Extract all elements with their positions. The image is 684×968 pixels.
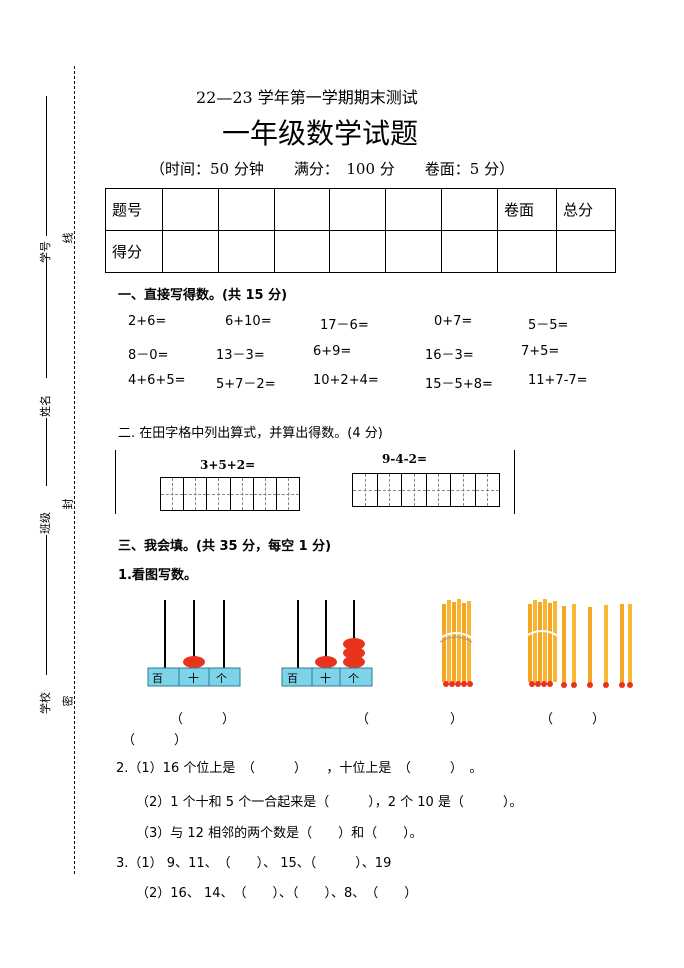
arith-item: 7+5=	[521, 344, 560, 359]
score-cell	[162, 188, 219, 231]
score-cell	[556, 230, 616, 273]
score-cell	[497, 230, 557, 273]
exam-meta: （时间：50 分钟 满分： 100 分 卷面：5 分）	[150, 160, 515, 178]
student-id-line	[46, 96, 47, 236]
q2-line-1: 2.（1）16 个位上是 （ ） ，十位上是 （ ） 。	[116, 761, 483, 776]
class-line	[46, 418, 47, 486]
student-id-label: 学号	[39, 241, 52, 263]
section3-heading: 三、我会填。(共 35 分，每空 1 分)	[118, 539, 332, 554]
cell-label-total: 总分	[556, 188, 616, 231]
score-cell	[217, 230, 275, 273]
tianzige-grid-1	[160, 477, 300, 511]
exam-line: 22—23 学年第一学期期末测试	[196, 88, 418, 107]
cell-label-neatness: 卷面	[497, 188, 557, 231]
answer-blank-1[interactable]: （ ）	[170, 712, 236, 727]
q2-line-3: （3）与 12 相邻的两个数是（ ）和（ ）。	[136, 826, 423, 841]
score-cell	[441, 230, 498, 273]
score-table-row-score: 得分	[105, 230, 616, 273]
abacus-1-illustration	[147, 600, 241, 687]
section1-heading: 一、直接写得数。(共 15 分)	[118, 288, 288, 303]
abacus-label-tens: 十	[188, 672, 199, 685]
score-cell	[273, 188, 331, 231]
answer-blank-3[interactable]: （ ）	[540, 712, 606, 727]
page-title: 一年级数学试题	[222, 117, 419, 150]
arith-item: 13－3=	[216, 348, 265, 363]
seal-char-line: 线	[61, 232, 75, 244]
q2-line-2: （2）1 个十和 5 个一合起来是（ ），2 个 10 是（ ）。	[136, 795, 523, 810]
score-table: 题号 卷面 总分 得分	[105, 188, 616, 273]
score-cell	[441, 188, 498, 231]
abacus-label-hundreds: 百	[152, 672, 163, 685]
school-line	[46, 535, 47, 675]
problem-label-1: 3+5+2=	[200, 458, 256, 472]
arith-item: 11+7-7=	[528, 373, 588, 388]
arith-item: 6+10=	[225, 314, 272, 329]
binding-dashed-line	[74, 66, 75, 874]
name-label: 姓名	[39, 395, 52, 417]
seal-char-seal: 封	[61, 498, 75, 510]
score-cell	[162, 230, 219, 273]
cell-label-question: 题号	[105, 188, 163, 231]
problem-label-2: 9-4-2=	[382, 452, 428, 466]
class-label: 班级	[39, 512, 52, 534]
score-cell	[385, 188, 443, 231]
score-cell	[329, 230, 387, 273]
arith-item: 5－5=	[528, 318, 569, 333]
name-line	[46, 258, 47, 378]
q3-line-2: （2）16、 14、 （ ）、（ ）、8、 （ ）	[136, 886, 418, 901]
arith-item: 16－3=	[425, 348, 474, 363]
arith-item: 10+2+4=	[313, 373, 379, 388]
arith-item: 17－6=	[320, 318, 369, 333]
answer-blank-2-open[interactable]: （	[356, 712, 370, 727]
section2-right-border	[514, 450, 515, 514]
arith-item: 2+6=	[128, 314, 167, 329]
section2-heading: 二. 在田字格中列出算式，并算出得数。(4 分)	[118, 426, 383, 441]
abacus-label-tens: 十	[320, 672, 331, 685]
arith-item: 6+9=	[313, 344, 352, 359]
answer-blank-4[interactable]: （ ）	[122, 733, 188, 748]
score-table-row-header: 题号 卷面 总分	[105, 188, 616, 231]
cell-label-score: 得分	[105, 230, 163, 273]
arith-item: 5+7－2=	[216, 377, 276, 392]
score-cell	[273, 230, 331, 273]
q3-line-1: 3.（1） 9、11、 （ ）、 15、（ ）、19	[116, 856, 392, 871]
section2-left-border	[115, 450, 116, 514]
school-label: 学校	[39, 692, 52, 714]
seal-char-secret: 密	[61, 695, 75, 707]
score-cell	[385, 230, 443, 273]
arith-item: 0+7=	[434, 314, 473, 329]
abacus-2-illustration	[281, 600, 373, 687]
abacus-label-hundreds: 百	[287, 672, 298, 685]
arith-item: 8－0=	[128, 348, 169, 363]
abacus-label-ones: 个	[348, 672, 359, 685]
answer-blank-2-close[interactable]: ）	[450, 712, 464, 727]
arith-item: 15－5+8=	[425, 377, 493, 392]
q1-title: 1.看图写数。	[118, 568, 197, 583]
abacus-label-ones: 个	[216, 672, 227, 685]
arith-item: 4+6+5=	[128, 373, 186, 388]
stick-bundle-illustration	[439, 599, 473, 687]
score-cell	[329, 188, 387, 231]
stick-bundle-with-loose-illustration	[525, 599, 633, 688]
score-cell	[217, 188, 275, 231]
tianzige-grid-2	[352, 473, 500, 507]
